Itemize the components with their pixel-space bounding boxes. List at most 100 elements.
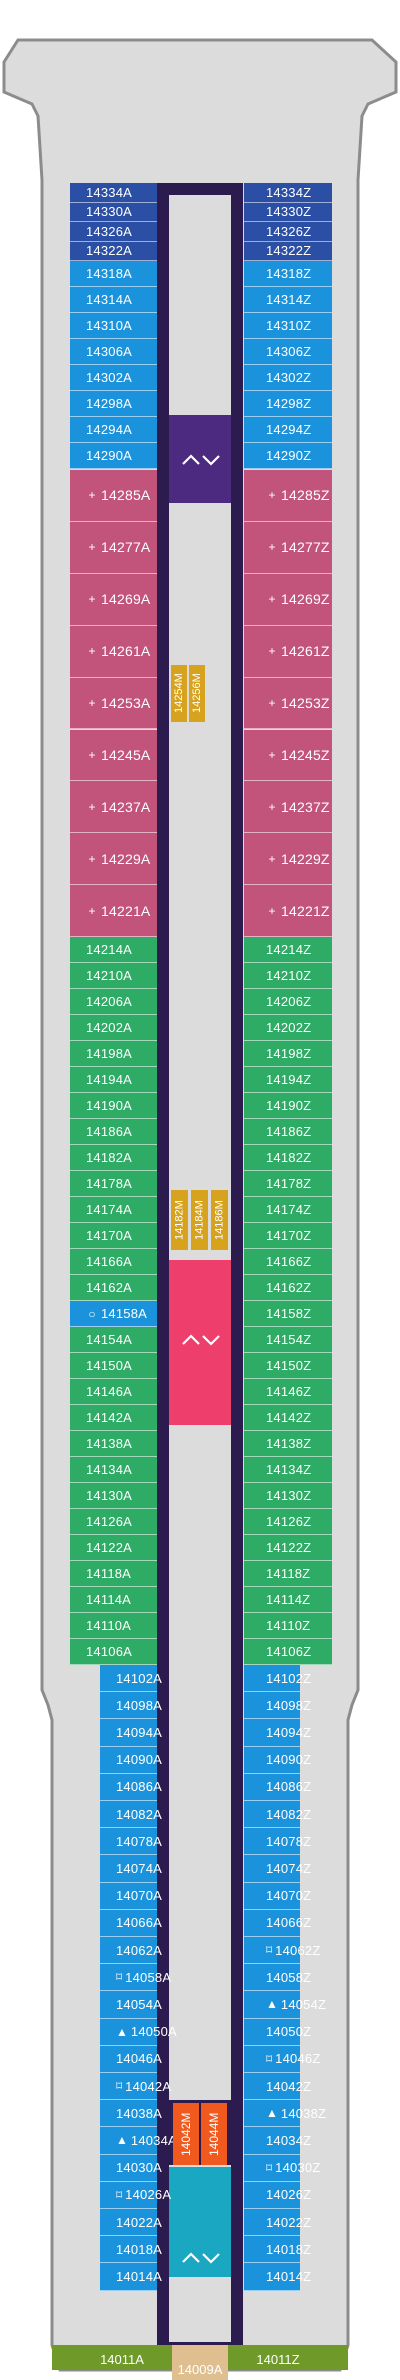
cabin-14298a[interactable]: 14298A bbox=[70, 391, 157, 417]
cabin-14154a[interactable]: 14154A bbox=[70, 1327, 157, 1353]
cabin-14126a[interactable]: 14126A bbox=[70, 1509, 157, 1535]
cabin-14018z[interactable]: 14018Z bbox=[244, 2236, 311, 2264]
cabin-14058z[interactable]: 14058Z bbox=[244, 1964, 311, 1992]
cabin-14142a[interactable]: 14142A bbox=[70, 1405, 157, 1431]
cabin-14261z[interactable]: +14261Z bbox=[244, 625, 332, 678]
cabin-14206a[interactable]: 14206A bbox=[70, 989, 157, 1015]
cabin-14114a[interactable]: 14114A bbox=[70, 1587, 157, 1613]
cabin-14122z[interactable]: 14122Z bbox=[244, 1535, 332, 1561]
cabin-14214z[interactable]: 14214Z bbox=[244, 937, 332, 963]
cabin-14178z[interactable]: 14178Z bbox=[244, 1171, 332, 1197]
cabin-14078a[interactable]: 14078A bbox=[100, 1828, 162, 1856]
cabin-14146a[interactable]: 14146A bbox=[70, 1379, 157, 1405]
cabin-14302a[interactable]: 14302A bbox=[70, 365, 157, 391]
cabin-14210z[interactable]: 14210Z bbox=[244, 963, 332, 989]
cabin-14290z[interactable]: 14290Z bbox=[244, 443, 332, 469]
cabin-14114z[interactable]: 14114Z bbox=[244, 1587, 332, 1613]
cabin-14094a[interactable]: 14094A bbox=[100, 1719, 162, 1747]
cabin-14334z[interactable]: 14334Z bbox=[244, 183, 332, 203]
cabin-14082z[interactable]: 14082Z bbox=[244, 1801, 311, 1829]
cabin-14190a[interactable]: 14190A bbox=[70, 1093, 157, 1119]
cabin-14078z[interactable]: 14078Z bbox=[244, 1828, 311, 1856]
cabin-14285a[interactable]: +14285A bbox=[70, 470, 157, 522]
cabin-14221z[interactable]: +14221Z bbox=[244, 885, 332, 938]
cabin-14310z[interactable]: 14310Z bbox=[244, 313, 332, 339]
cabin-14229z[interactable]: +14229Z bbox=[244, 833, 332, 886]
cabin-14198a[interactable]: 14198A bbox=[70, 1041, 157, 1067]
cabin-14022z[interactable]: 14022Z bbox=[244, 2209, 311, 2237]
cabin-14026z[interactable]: 14026Z bbox=[244, 2181, 311, 2209]
cabin-14314z[interactable]: 14314Z bbox=[244, 287, 332, 313]
cabin-14253a[interactable]: +14253A bbox=[70, 677, 157, 730]
cabin-14074z[interactable]: 14074Z bbox=[244, 1855, 311, 1883]
cabin-14322z[interactable]: 14322Z bbox=[244, 241, 332, 261]
cabin-14174z[interactable]: 14174Z bbox=[244, 1197, 332, 1223]
cabin-14030a[interactable]: 14030A bbox=[100, 2154, 162, 2182]
cabin-14086z[interactable]: 14086Z bbox=[244, 1773, 311, 1801]
cabin-14318a[interactable]: 14318A bbox=[70, 261, 157, 287]
cabin-14194z[interactable]: 14194Z bbox=[244, 1067, 332, 1093]
cabin-14098a[interactable]: 14098A bbox=[100, 1692, 162, 1720]
cabin-14042m[interactable]: 14042M bbox=[173, 2103, 199, 2165]
cabin-14158z[interactable]: 14158Z bbox=[244, 1301, 332, 1327]
cabin-14306z[interactable]: 14306Z bbox=[244, 339, 332, 365]
cabin-14162z[interactable]: 14162Z bbox=[244, 1275, 332, 1301]
cabin-14186a[interactable]: 14186A bbox=[70, 1119, 157, 1145]
cabin-14237a[interactable]: +14237A bbox=[70, 781, 157, 834]
cabin-14261a[interactable]: +14261A bbox=[70, 625, 157, 678]
cabin-14054z[interactable]: ▲14054Z bbox=[244, 1991, 326, 2019]
cabin-14054a[interactable]: 14054A bbox=[100, 1991, 162, 2019]
cabin-14126z[interactable]: 14126Z bbox=[244, 1509, 332, 1535]
cabin-14269z[interactable]: +14269Z bbox=[244, 573, 332, 626]
cabin-14302z[interactable]: 14302Z bbox=[244, 365, 332, 391]
cabin-14182a[interactable]: 14182A bbox=[70, 1145, 157, 1171]
cabin-14170z[interactable]: 14170Z bbox=[244, 1223, 332, 1249]
cabin-14086a[interactable]: 14086A bbox=[100, 1773, 162, 1801]
cabin-14058a[interactable]: ⌑14058A bbox=[100, 1964, 171, 1992]
cabin-14070a[interactable]: 14070A bbox=[100, 1882, 162, 1910]
cabin-14070z[interactable]: 14070Z bbox=[244, 1882, 311, 1910]
cabin-14098z[interactable]: 14098Z bbox=[244, 1692, 311, 1720]
cabin-14026a[interactable]: ⌑14026A bbox=[100, 2181, 171, 2209]
cabin-14130z[interactable]: 14130Z bbox=[244, 1483, 332, 1509]
cabin-14138z[interactable]: 14138Z bbox=[244, 1431, 332, 1457]
cabin-14186m[interactable]: 14186M bbox=[211, 1190, 228, 1250]
cabin-14202z[interactable]: 14202Z bbox=[244, 1015, 332, 1041]
cabin-14306a[interactable]: 14306A bbox=[70, 339, 157, 365]
cabin-14134z[interactable]: 14134Z bbox=[244, 1457, 332, 1483]
cabin-14254m[interactable]: 14254M bbox=[171, 665, 187, 722]
cabin-14214a[interactable]: 14214A bbox=[70, 937, 157, 963]
cabin-14122a[interactable]: 14122A bbox=[70, 1535, 157, 1561]
cabin-14298z[interactable]: 14298Z bbox=[244, 391, 332, 417]
cabin-14011z[interactable]: 14011Z bbox=[256, 2351, 300, 2367]
cabin-14142z[interactable]: 14142Z bbox=[244, 1405, 332, 1431]
cabin-14290a[interactable]: 14290A bbox=[70, 443, 157, 469]
cabin-14034z[interactable]: 14034Z bbox=[244, 2127, 311, 2155]
cabin-14194a[interactable]: 14194A bbox=[70, 1067, 157, 1093]
cabin-14326z[interactable]: 14326Z bbox=[244, 222, 332, 242]
cabin-14334a[interactable]: 14334A bbox=[70, 183, 157, 203]
cabin-14184m[interactable]: 14184M bbox=[191, 1190, 208, 1250]
cabin-14269a[interactable]: +14269A bbox=[70, 573, 157, 626]
cabin-14146z[interactable]: 14146Z bbox=[244, 1379, 332, 1405]
cabin-14277a[interactable]: +14277A bbox=[70, 521, 157, 574]
cabin-14106z[interactable]: 14106Z bbox=[244, 1639, 332, 1665]
cabin-14066a[interactable]: 14066A bbox=[100, 1909, 162, 1937]
cabin-14038z[interactable]: ▲14038Z bbox=[244, 2100, 326, 2128]
cabin-14256m[interactable]: 14256M bbox=[189, 665, 205, 722]
cabin-14178a[interactable]: 14178A bbox=[70, 1171, 157, 1197]
cabin-14090z[interactable]: 14090Z bbox=[244, 1746, 311, 1774]
cabin-14294a[interactable]: 14294A bbox=[70, 417, 157, 443]
cabin-14062z[interactable]: ⌑14062Z bbox=[244, 1937, 320, 1965]
cabin-14170a[interactable]: 14170A bbox=[70, 1223, 157, 1249]
cabin-14162a[interactable]: 14162A bbox=[70, 1275, 157, 1301]
cabin-14229a[interactable]: +14229A bbox=[70, 833, 157, 886]
cabin-14018a[interactable]: 14018A bbox=[100, 2236, 162, 2264]
cabin-14186z[interactable]: 14186Z bbox=[244, 1119, 332, 1145]
cabin-14294z[interactable]: 14294Z bbox=[244, 417, 332, 443]
cabin-14182m[interactable]: 14182M bbox=[171, 1190, 188, 1250]
cabin-14066z[interactable]: 14066Z bbox=[244, 1909, 311, 1937]
cabin-14182z[interactable]: 14182Z bbox=[244, 1145, 332, 1171]
cabin-14202a[interactable]: 14202A bbox=[70, 1015, 157, 1041]
cabin-14206z[interactable]: 14206Z bbox=[244, 989, 332, 1015]
